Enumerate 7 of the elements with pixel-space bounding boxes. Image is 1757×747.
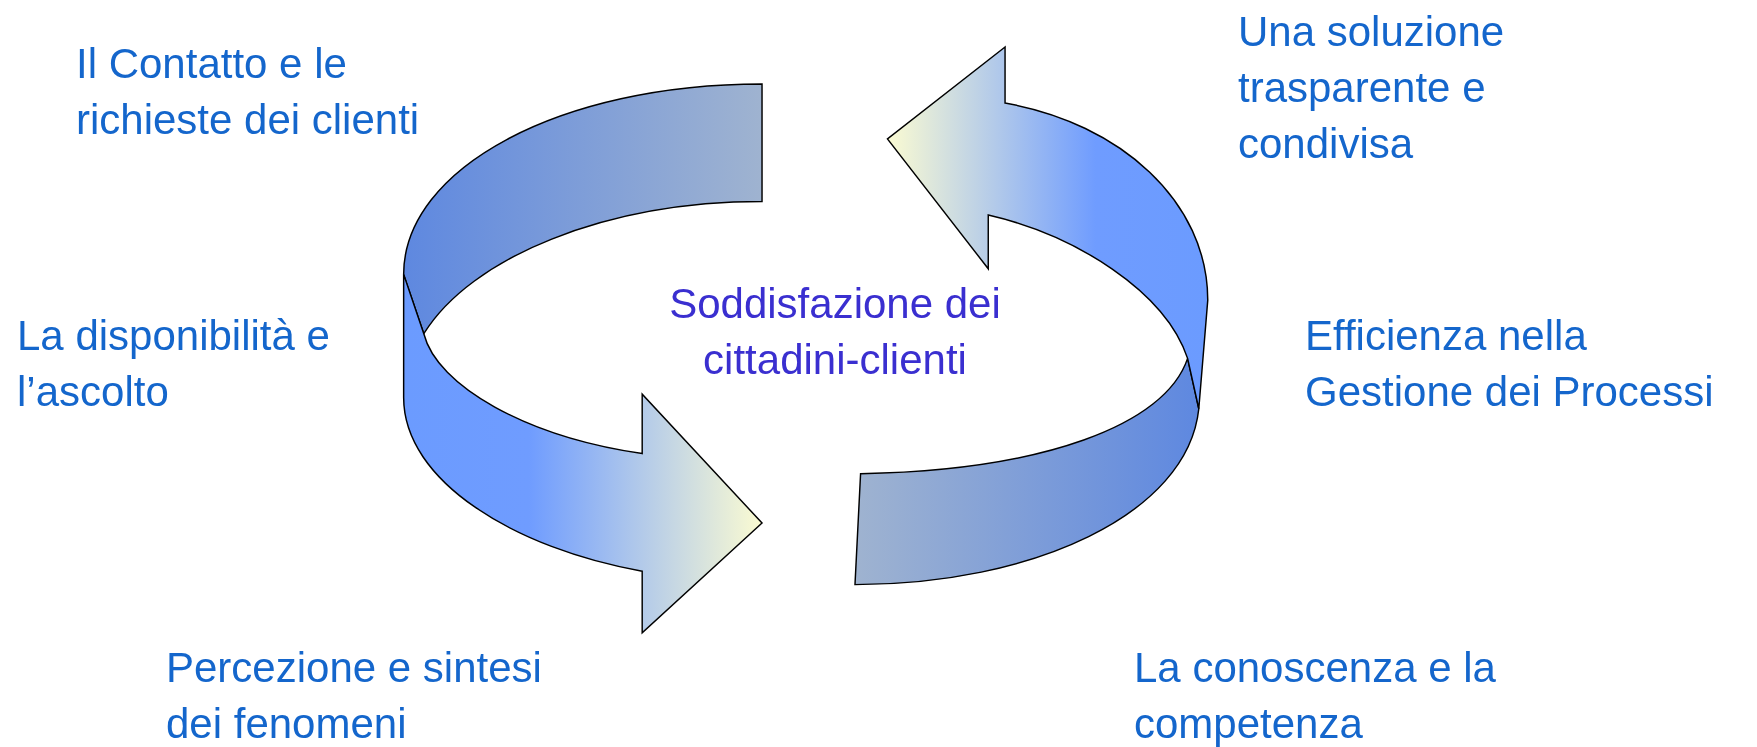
step-label: Percezione e sintesi dei fenomeni xyxy=(166,643,543,747)
step-label: Una soluzione trasparente e condivisa xyxy=(1238,7,1506,169)
step-label: Il Contatto e le richieste dei clienti xyxy=(76,39,421,145)
center-label: Soddisfazione dei cittadini-clienti xyxy=(668,279,1002,385)
step-label: Efficienza nella Gestione dei Processi xyxy=(1305,311,1715,417)
step-label: La disponibilità e l’ascolto xyxy=(17,311,331,417)
step-label: La conoscenza e la competenza xyxy=(1134,643,1497,747)
